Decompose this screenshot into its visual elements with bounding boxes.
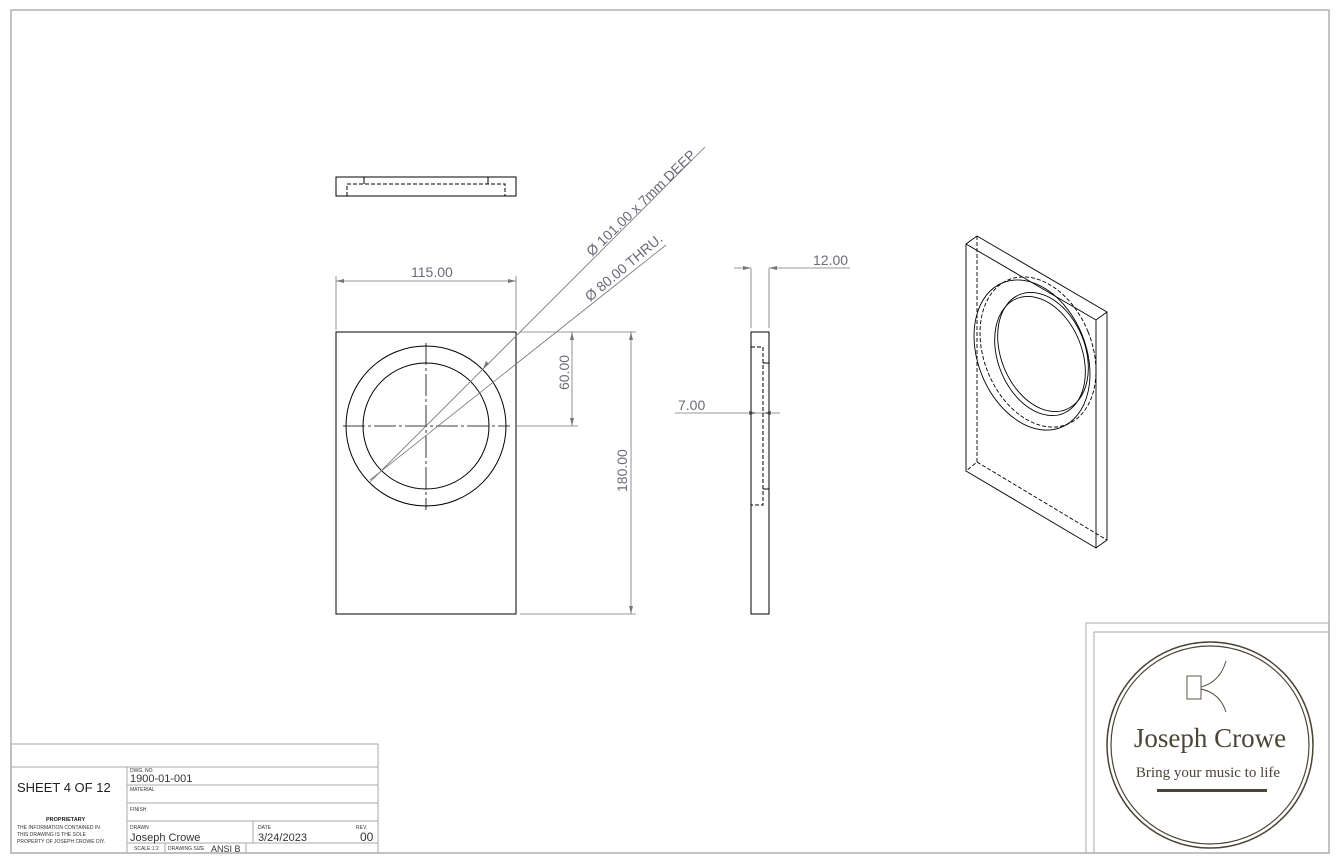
dimension-arrows	[336, 266, 777, 614]
logo-name: Joseph Crowe	[1134, 723, 1286, 753]
rev: 00	[360, 830, 374, 844]
dim-thickness: 12.00	[813, 252, 848, 268]
title-block	[10, 743, 379, 854]
date: 3/24/2023	[258, 832, 307, 844]
scale: SCALE:1:2	[134, 846, 159, 852]
dim-height: 180.00	[614, 449, 630, 492]
front-view	[335, 331, 517, 615]
dim-hole-offset: 60.00	[556, 355, 572, 390]
isometric-view	[965, 235, 1108, 549]
finish-label: FINISH	[130, 807, 147, 813]
dwg-no-label: DWG. NO.	[130, 768, 154, 774]
proprietary-line: THIS DRAWING IS THE SOLE	[17, 832, 87, 838]
logo-block: Joseph Crowe Bring your music to life	[1085, 622, 1330, 854]
logo-underline	[1157, 789, 1267, 792]
proprietary-line: THE INFORMATION CONTAINED IN	[17, 825, 100, 831]
dwg-no: 1900-01-001	[130, 773, 192, 785]
date-label: DATE	[258, 825, 272, 831]
drawn-label: DRAWN	[130, 825, 149, 831]
material-label: MATERIAL	[130, 787, 155, 793]
top-view	[335, 176, 517, 197]
proprietary-title: PROPRIETARY	[46, 817, 85, 823]
sheet-border	[10, 9, 1330, 854]
logo-tagline: Bring your music to life	[1136, 765, 1280, 781]
proprietary-line: PROPERTY OF JOSEPH CROWE DIY.	[17, 839, 105, 845]
drawn-by: Joseph Crowe	[130, 832, 200, 844]
sheet-number: SHEET 4 OF 12	[17, 780, 111, 795]
drawing-size-label: DRAWING SIZE	[168, 846, 205, 852]
rev-label: REV.	[356, 825, 367, 831]
logo-outer-ring	[1106, 641, 1314, 849]
speaker-icon	[1186, 660, 1227, 713]
side-view	[750, 331, 770, 615]
logo-inner-ring	[1110, 645, 1310, 845]
dimension-lines	[335, 146, 850, 615]
dim-width: 115.00	[411, 264, 453, 280]
dim-recess-depth: 7.00	[678, 397, 705, 413]
drawing-size: ANSI B	[211, 844, 241, 854]
